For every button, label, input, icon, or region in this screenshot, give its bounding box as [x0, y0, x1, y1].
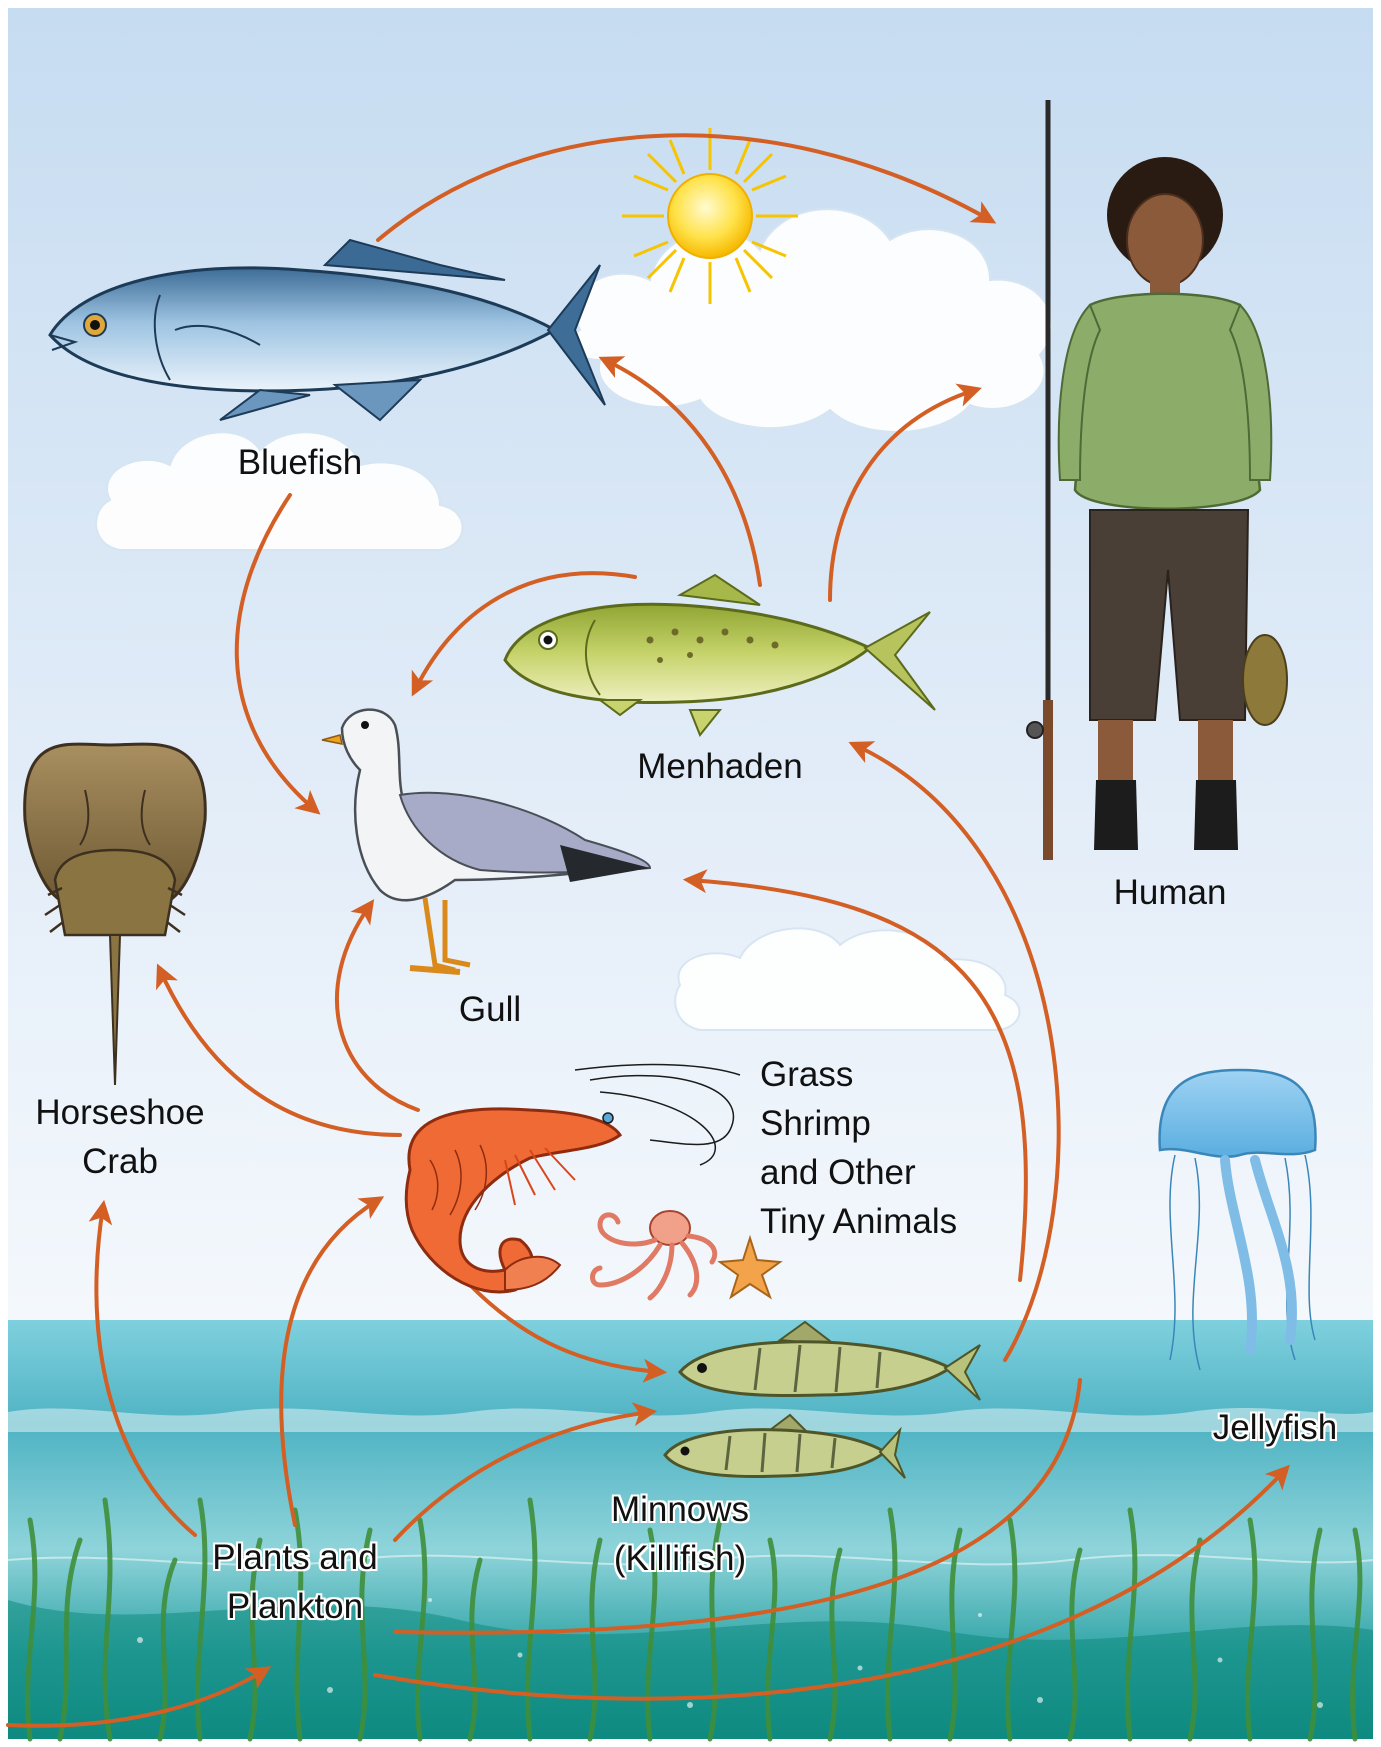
- human-label: Human: [1070, 868, 1270, 917]
- horseshoe-crab-label-line: Crab: [0, 1137, 240, 1186]
- minnows-label: Minnows (Killifish): [560, 1485, 800, 1583]
- shrimp-label-line: and Other: [760, 1148, 1040, 1197]
- horseshoe-crab-label-line: Horseshoe: [0, 1088, 240, 1137]
- shrimp-label: Grass Shrimp and Other Tiny Animals: [760, 1050, 1040, 1246]
- menhaden-label: Menhaden: [590, 742, 850, 791]
- plants-label-line: Plankton: [170, 1582, 420, 1631]
- shrimp-label-line: Grass: [760, 1050, 1040, 1099]
- bluefish-label: Bluefish: [200, 438, 400, 487]
- plants-label: Plants and Plankton: [170, 1533, 420, 1631]
- horseshoe-crab-label: Horseshoe Crab: [0, 1088, 240, 1186]
- gull-label: Gull: [400, 985, 580, 1034]
- jellyfish-label: Jellyfish: [1180, 1403, 1370, 1452]
- shrimp-label-line: Shrimp: [760, 1099, 1040, 1148]
- minnows-label-line: (Killifish): [560, 1534, 800, 1583]
- sun-icon: [622, 128, 798, 304]
- shrimp-label-line: Tiny Animals: [760, 1197, 1040, 1246]
- plants-label-line: Plants and: [170, 1533, 420, 1582]
- minnows-label-line: Minnows: [560, 1485, 800, 1534]
